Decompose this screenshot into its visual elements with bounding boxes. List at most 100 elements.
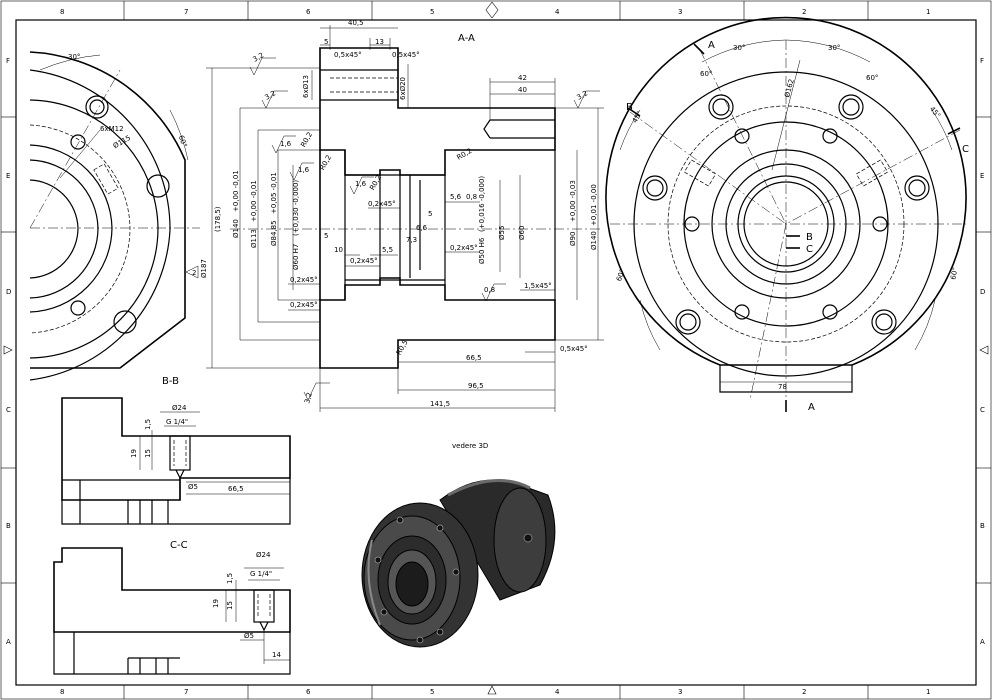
dim-66-5: 66,5 (466, 354, 482, 362)
radius-0-2-a: R0,2 (299, 131, 314, 149)
radius-0-2-c: R0,2 (368, 174, 383, 192)
dim-5-top: 5 (324, 38, 328, 46)
zone-bottom-1: 1 (926, 688, 930, 696)
zone-right-B: B (980, 522, 985, 530)
zone-top-1: 1 (926, 8, 930, 16)
dim-5-5: 5,5 (382, 246, 393, 254)
chamfer-1-5: 1,5x45° (524, 282, 552, 290)
bb-dia-5: Ø5 (188, 483, 198, 491)
zone-right-D: D (980, 288, 985, 296)
cc-dia-24: Ø24 (256, 551, 271, 559)
dim-0-8-bottom: 0,8 (484, 286, 495, 294)
right-angle-45-b: 45° (928, 105, 942, 120)
cut-label-a-bottom: A (808, 402, 815, 413)
cc-dim-14: 14 (272, 651, 281, 659)
cut-label-b-left: B (626, 102, 633, 113)
dim-hole-20: 6xØ20 (399, 77, 407, 100)
zone-right-E: E (980, 172, 984, 180)
bb-thread: G 1/4" (166, 418, 188, 426)
roughness-3-2-a: 3,2 (252, 51, 266, 63)
dim-tol-60-h7: (+0,030 -0,000) (292, 180, 300, 236)
dim-dia-113: Ø113 (250, 229, 258, 248)
dim-6-6: 6,6 (416, 224, 428, 232)
dim-hole-13: 6xØ13 (302, 75, 310, 98)
zone-top-7: 7 (184, 8, 188, 16)
dim-chamfer-2: 0,5x45° (392, 51, 420, 59)
cut-label-a-top: A (708, 40, 715, 51)
cc-dim-15: 15 (226, 601, 234, 610)
dim-dia-50-h6: Ø50 H6 (478, 237, 486, 264)
cc-dia-5: Ø5 (244, 632, 254, 640)
dim-40-5: 40,5 (348, 19, 364, 27)
dim-dia-55: Ø55 (498, 226, 506, 240)
dim-dia-187: Ø187 (200, 259, 208, 278)
roughness-1-6-b: 1,6 (298, 166, 310, 174)
dim-96-5: 96,5 (468, 382, 484, 390)
zone-left-B: B (6, 522, 11, 530)
bb-dim-19: 19 (130, 449, 138, 458)
section-cc-title: C-C (170, 540, 188, 551)
roughness-1-6-a: 1,6 (280, 140, 292, 148)
dim-5-6: 5,6 (450, 193, 462, 201)
section-bb-title: B-B (162, 376, 179, 387)
roughness-1-6-c: 1,6 (355, 180, 367, 188)
zone-right-A: A (980, 638, 985, 646)
dim-7-3: 7,3 (406, 236, 417, 244)
zone-top-2: 2 (802, 8, 806, 16)
zone-left-C: C (6, 406, 11, 414)
right-angle-60-a: 60° (700, 70, 712, 78)
bb-dim-15: 15 (144, 449, 152, 458)
dim-141-5: 141,5 (430, 400, 450, 408)
chamfer-0-2-d: 0,2x45° (290, 276, 318, 284)
chamfer-0-5-bottom: 0,5x45° (560, 345, 588, 353)
right-dia-162: Ø162 (783, 78, 796, 98)
revision-flag-number: 2 (192, 269, 196, 277)
dim-tol-140: +0,00 -0,01 (232, 170, 240, 212)
zone-top-6: 6 (306, 8, 311, 16)
left-angle-30: 30° (68, 53, 80, 61)
zone-bottom-7: 7 (184, 688, 188, 696)
right-angle-60-c: 60° (615, 268, 627, 282)
inner-frame (15, 19, 977, 686)
zone-top-5: 5 (430, 8, 434, 16)
right-front-view (605, 16, 967, 412)
roughness-3-2-d: 3,2 (303, 392, 314, 405)
zone-top-8: 8 (60, 8, 64, 16)
zone-right-F: F (980, 57, 984, 65)
dim-178-5: (178,5) (214, 206, 222, 232)
cut-label-c-center: C (806, 244, 813, 255)
section-aa (206, 25, 604, 412)
view-3d-render (361, 478, 556, 648)
dim-42: 42 (518, 74, 527, 82)
section-aa-title: A-A (458, 33, 475, 44)
zone-left-F: F (6, 57, 10, 65)
right-dim-78: 78 (778, 383, 787, 391)
view-3d-label: vedere 3D (452, 442, 488, 450)
zone-bottom-8: 8 (60, 688, 64, 696)
chamfer-0-2-a: 0,2x45° (368, 200, 396, 208)
dim-5-left: 5 (324, 232, 328, 240)
dim-dia-60: Ø60 (518, 226, 526, 240)
chamfer-0-2-e: 0,2x45° (290, 301, 318, 309)
zone-left-A: A (6, 638, 11, 646)
dim-tol-140-right: +0,01 -0,00 (590, 184, 598, 226)
zone-top-4: 4 (555, 8, 560, 16)
dim-40: 40 (518, 86, 527, 94)
zone-bottom-4: 4 (555, 688, 560, 696)
dim-tol-90: +0,00 -0,03 (569, 180, 577, 222)
left-thread-6xm12: 6xM12 (100, 125, 124, 133)
right-angle-60-b: 60° (866, 74, 878, 82)
bb-dim-1-5: 1,5 (144, 419, 152, 430)
chamfer-0-2-c: 0,2x45° (350, 257, 378, 265)
section-cc (53, 547, 291, 675)
right-angle-60-d: 60° (949, 267, 959, 281)
cut-label-b-center: B (806, 232, 813, 243)
dim-tol-84-85: +0,05 -0,01 (270, 172, 278, 214)
cc-dim-19: 19 (212, 599, 220, 608)
dim-tol-113: +0,00 -0,01 (250, 180, 258, 222)
dim-dia-140: Ø140 (232, 219, 240, 238)
chamfer-0-2-b: 0,2x45° (450, 244, 478, 252)
